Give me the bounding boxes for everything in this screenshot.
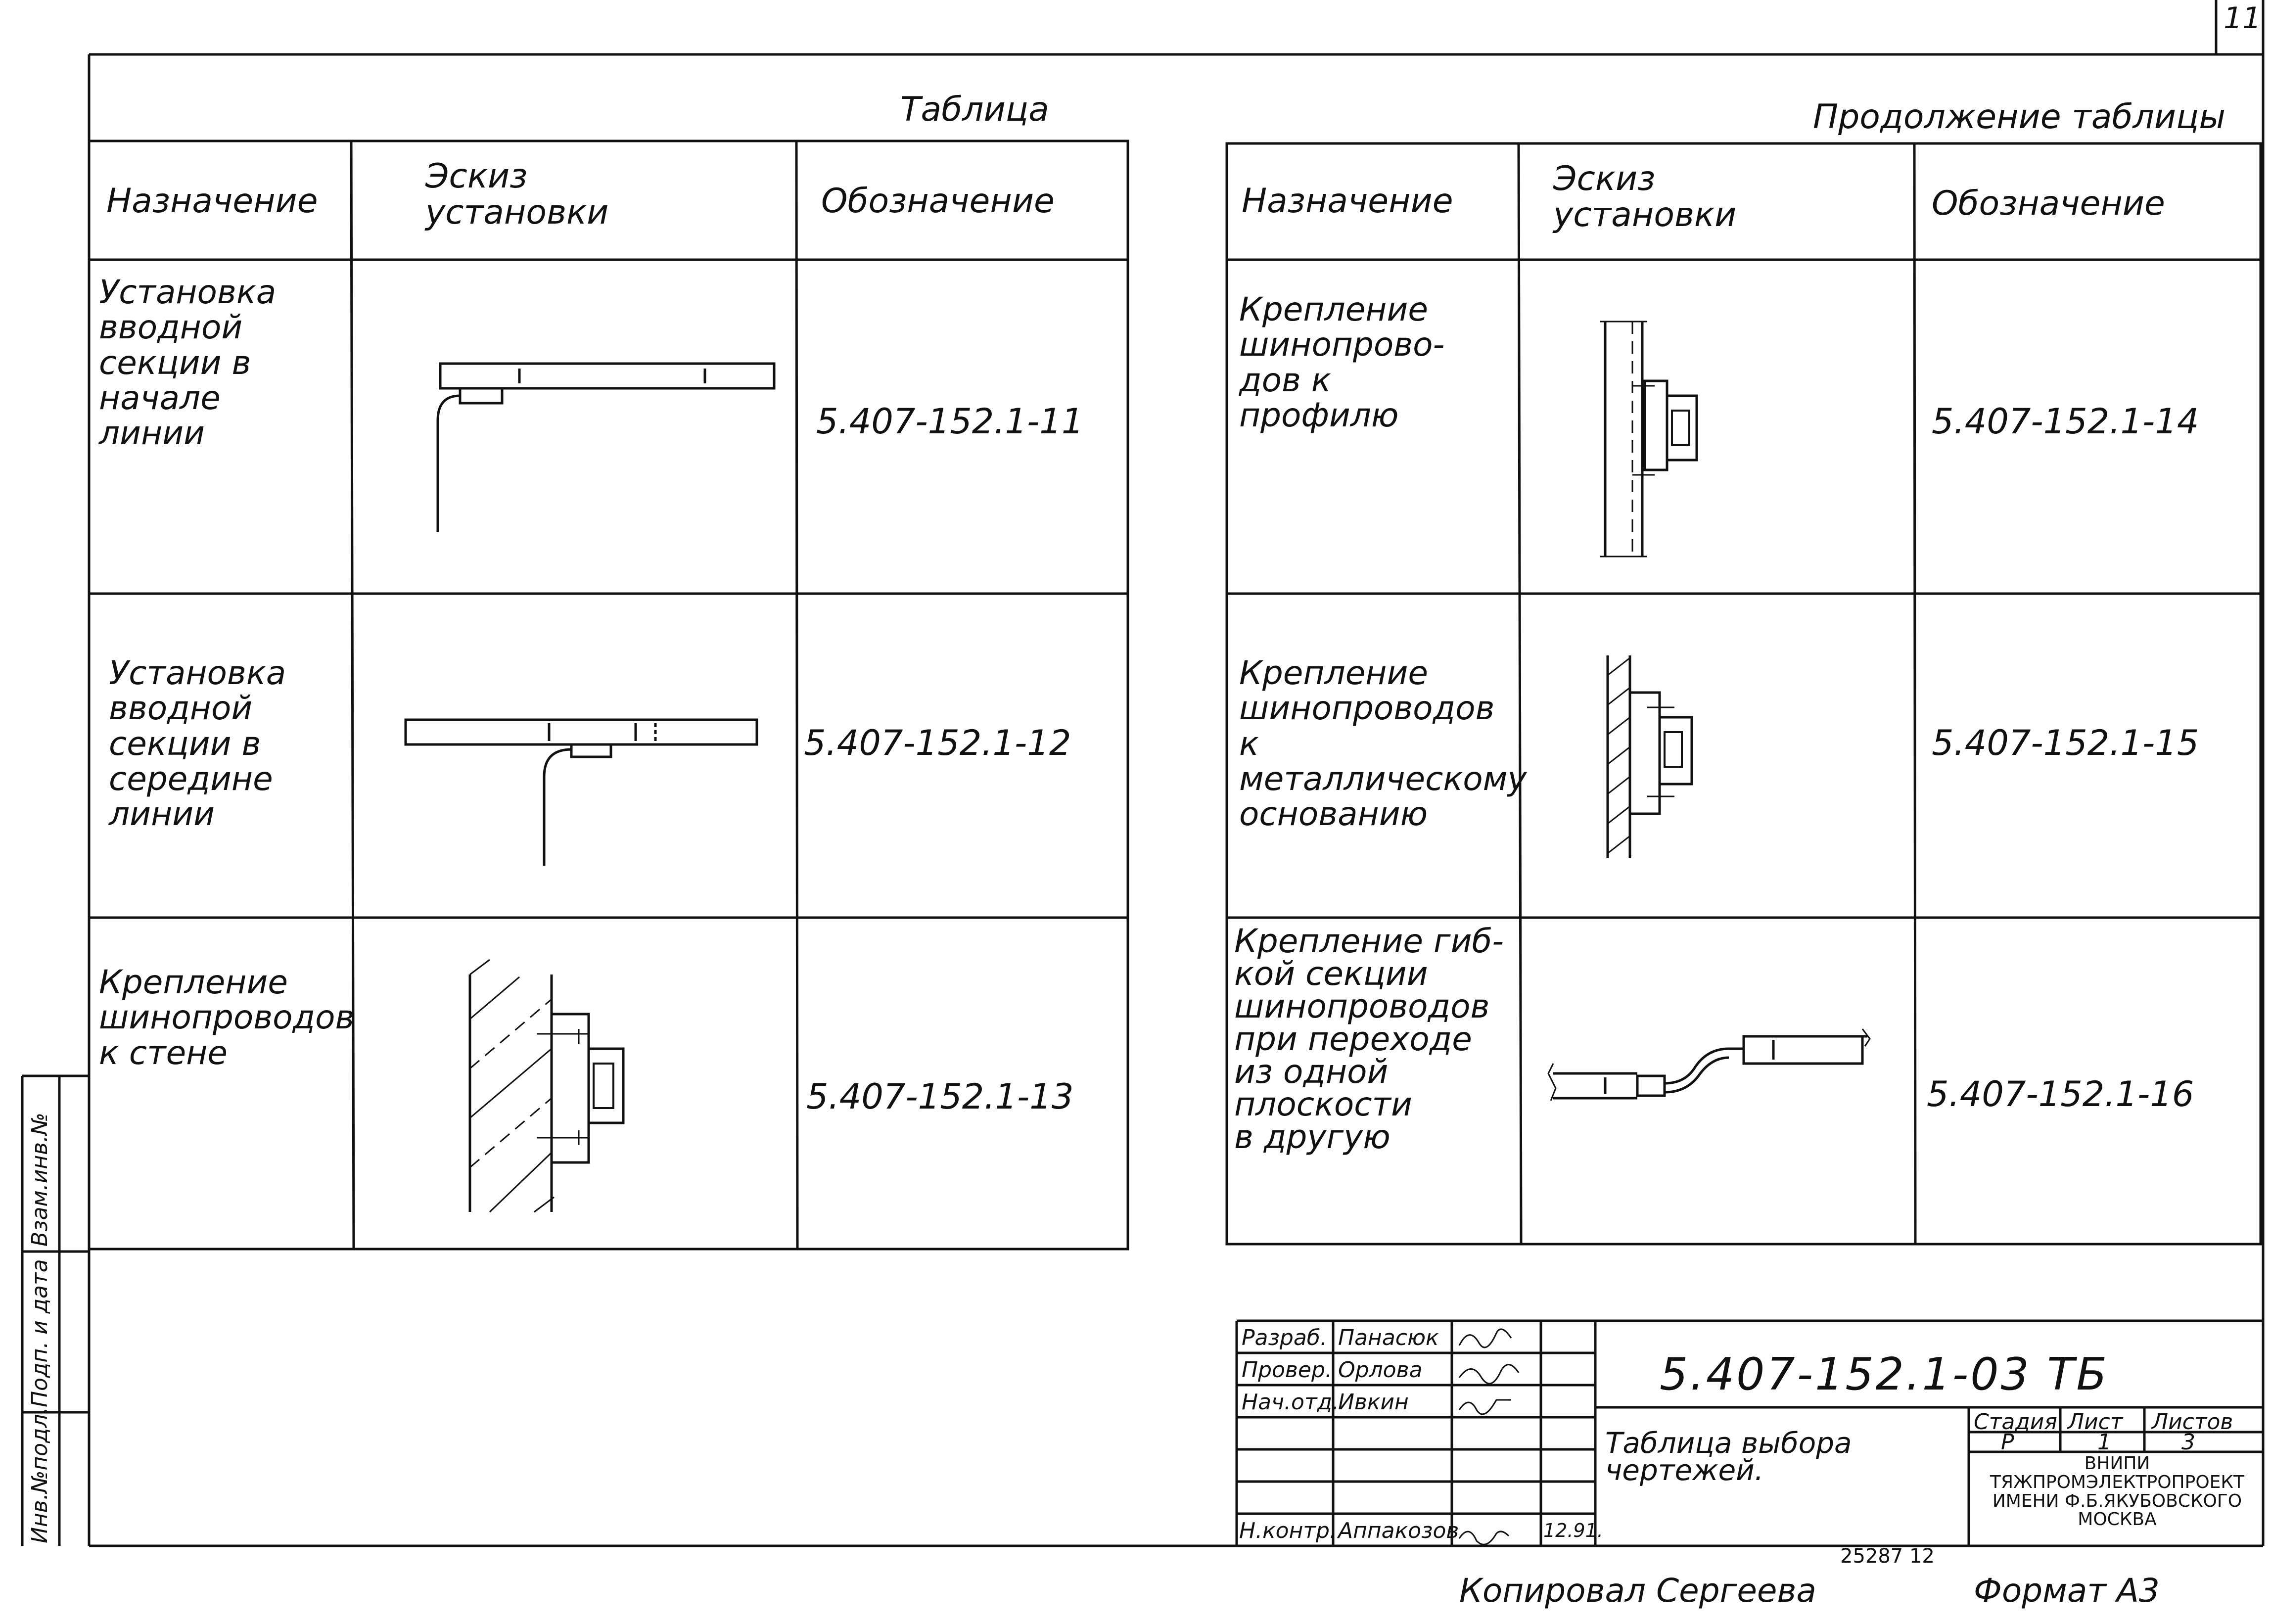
footer-format: Формат А3 — [1974, 1572, 2160, 1610]
footer-copied: Копировал Сергеева — [1459, 1572, 1816, 1610]
page-number: 11 — [2224, 1, 2262, 36]
signatures — [1458, 1328, 1520, 1545]
right-row2-code: 5.407-152.1-15 — [1932, 723, 2199, 763]
sketch-flexible-transition — [1547, 1028, 1871, 1101]
side-sign-label: Подп. и дата — [27, 1259, 52, 1407]
left-row3-code: 5.407-152.1-13 — [806, 1076, 1074, 1117]
tb-organization: ВНИПИ ТЯЖПРОМЭЛЕКТРОПРОЕКТ ИМЕНИ Ф.Б.ЯКУ… — [1990, 1453, 2244, 1530]
right-header-designation: Обозначение — [1932, 184, 2165, 223]
tb-sheet: 1 — [2097, 1430, 2111, 1455]
sketch-metal-base-mount — [1606, 655, 1693, 858]
sketch-input-middle — [404, 718, 758, 866]
tb-sheet-label: Лист — [2068, 1409, 2123, 1435]
left-row2-code: 5.407-152.1-12 — [804, 723, 1071, 763]
right-row3-code: 5.407-152.1-16 — [1927, 1074, 2194, 1114]
left-header-designation: Обозначение — [821, 182, 1055, 221]
tb-name-1: Панасюк — [1338, 1325, 1439, 1350]
left-table-caption: Таблица — [900, 90, 1049, 129]
sketch-input-start — [436, 362, 776, 532]
tb-sheets: 3 — [2181, 1430, 2195, 1455]
sketch-wall-mount — [468, 959, 625, 1213]
left-row1-purpose: Установка вводной секции в начале линии — [99, 273, 277, 453]
right-row2-purpose: Крепление шинопроводов к металлическому … — [1239, 654, 1527, 834]
side-inv-label: Инв.№подл. — [27, 1407, 52, 1543]
tb-name-6: Аппакозов — [1338, 1518, 1459, 1543]
tb-role-1: Разраб. — [1242, 1325, 1327, 1350]
left-row1-code: 5.407-152.1-11 — [816, 401, 1084, 442]
tb-name-2: Орлова — [1338, 1357, 1423, 1383]
right-row3-purpose: Крепление гиб- кой секции шинопроводов п… — [1234, 922, 1504, 1156]
tb-doc-code: 5.407-152.1-03 ТБ — [1660, 1348, 2109, 1400]
sketch-profile-mount — [1600, 321, 1698, 557]
tb-name-3: Ивкин — [1338, 1390, 1409, 1415]
left-header-purpose: Назначение — [106, 182, 318, 221]
right-row1-purpose: Крепление шинопрово- дов к профилю — [1239, 290, 1445, 434]
right-header-sketch: Эскиз установки — [1553, 159, 1737, 235]
footer-number: 25287 12 — [1840, 1545, 1935, 1568]
left-row3-purpose: Крепление шинопроводов к стене — [99, 963, 355, 1072]
tb-stage: Р — [2001, 1430, 2014, 1455]
tb-role-6: Н.контр. — [1239, 1518, 1337, 1543]
right-table-caption: Продолжение таблицы — [1813, 97, 2226, 137]
tb-date: 12.91. — [1543, 1520, 1603, 1541]
tb-role-2: Провер. — [1242, 1357, 1332, 1383]
tb-role-3: Нач.отд. — [1242, 1390, 1339, 1415]
side-replace-label: Взам.инв.№ — [27, 1113, 52, 1247]
left-row2-purpose: Установка вводной секции в середине лини… — [109, 654, 286, 834]
tb-stage-label: Стадия — [1974, 1409, 2057, 1435]
tb-title: Таблица выбора чертежей. — [1605, 1426, 1852, 1487]
tb-sheets-label: Листов — [2152, 1409, 2233, 1435]
right-header-purpose: Назначение — [1242, 182, 1453, 221]
right-row1-code: 5.407-152.1-14 — [1932, 401, 2199, 442]
left-header-sketch: Эскиз установки — [425, 157, 609, 232]
